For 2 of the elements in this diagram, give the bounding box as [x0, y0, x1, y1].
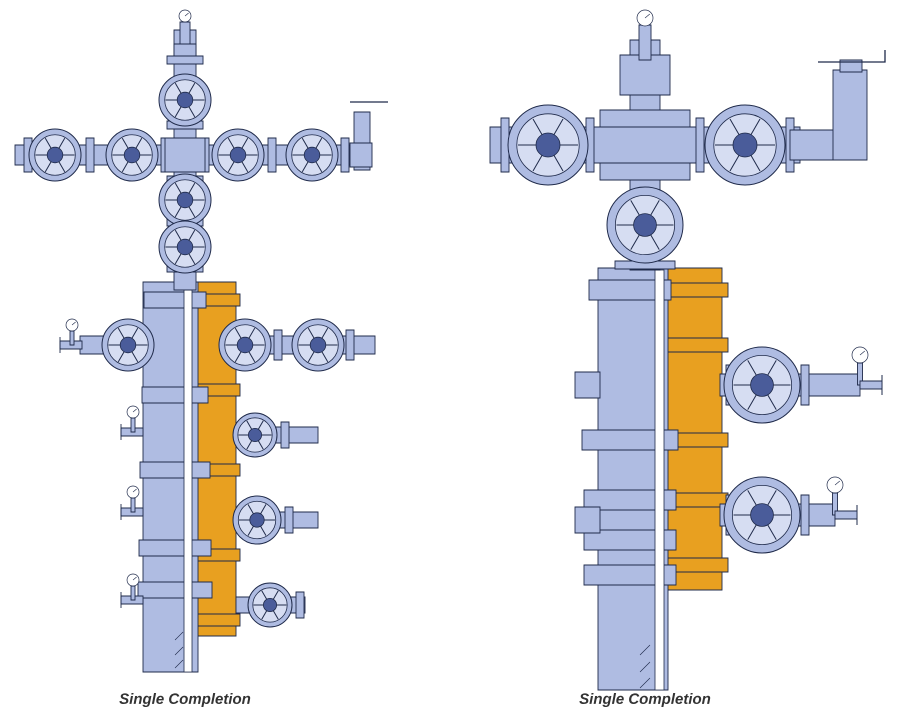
caption: Single Completion: [579, 693, 710, 707]
caption: Single Completion: [119, 693, 250, 707]
